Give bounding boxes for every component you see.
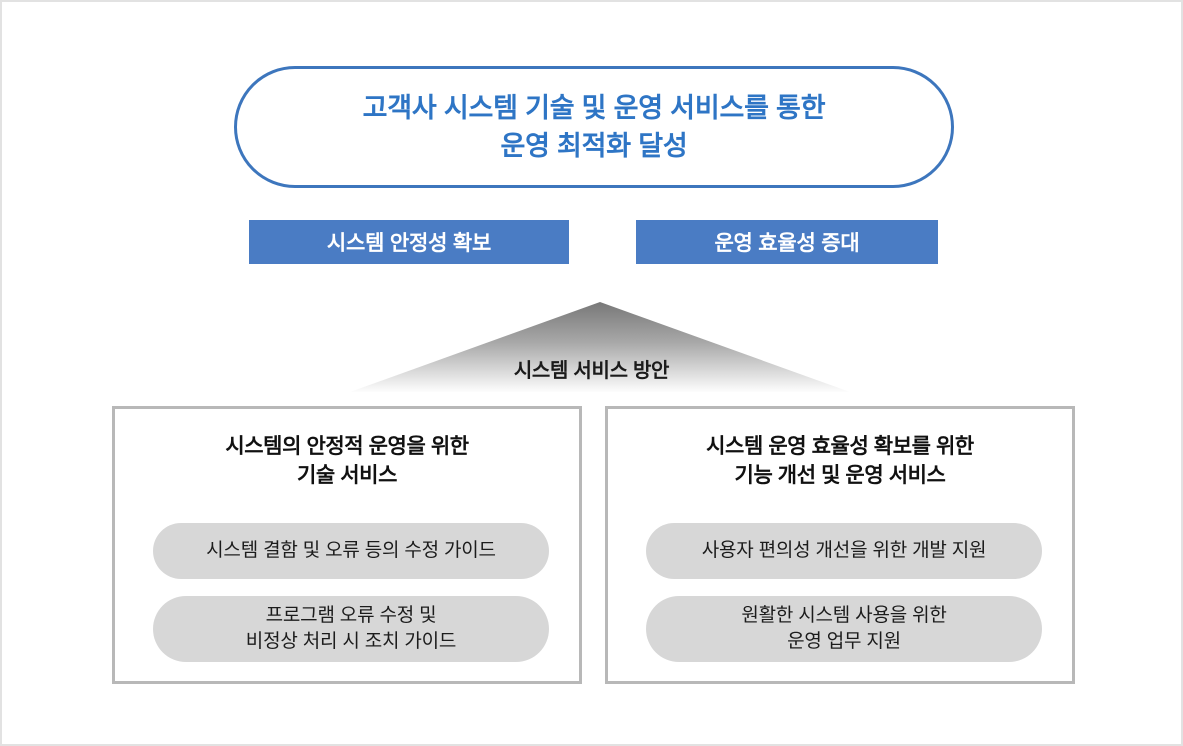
arrow-label: 시스템 서비스 방안 <box>513 360 670 382</box>
service-item-pill: 프로그램 오류 수정 및 비정상 처리 시 조치 가이드 <box>153 596 549 662</box>
service-item-label: 원활한 시스템 사용을 위한 운영 업무 지원 <box>741 604 947 652</box>
service-item-label: 프로그램 오류 수정 및 비정상 처리 시 조치 가이드 <box>245 604 457 652</box>
objective-chip-operational-efficiency: 운영 효율성 증대 <box>636 220 938 264</box>
service-item-pill: 사용자 편의성 개선을 위한 개발 지원 <box>646 523 1042 579</box>
service-panel-operational: 시스템 운영 효율성 확보를 위한 기능 개선 및 운영 서비스 사용자 편의성… <box>605 406 1075 684</box>
service-item-label: 시스템 결함 및 오류 등의 수정 가이드 <box>206 539 496 561</box>
service-panel-technical: 시스템의 안정적 운영을 위한 기술 서비스 시스템 결함 및 오류 등의 수정… <box>112 406 582 684</box>
service-item-pill: 시스템 결함 및 오류 등의 수정 가이드 <box>153 523 549 579</box>
objective-chip-system-stability: 시스템 안정성 확보 <box>249 220 569 264</box>
goal-statement-box: 고객사 시스템 기술 및 운영 서비스를 통한 운영 최적화 달성 <box>234 66 954 188</box>
service-item-label: 사용자 편의성 개선을 위한 개발 지원 <box>701 539 987 561</box>
upward-arrow-icon <box>347 300 852 394</box>
service-panel-heading: 시스템의 안정적 운영을 위한 기술 서비스 <box>225 435 469 487</box>
service-item-pill: 원활한 시스템 사용을 위한 운영 업무 지원 <box>646 596 1042 662</box>
objective-chip-label: 시스템 안정성 확보 <box>326 232 492 255</box>
service-panel-heading: 시스템 운영 효율성 확보를 위한 기능 개선 및 운영 서비스 <box>706 435 974 487</box>
objective-chip-label: 운영 효율성 증대 <box>714 232 860 255</box>
goal-statement-text: 고객사 시스템 기술 및 운영 서비스를 통한 운영 최적화 달성 <box>362 92 826 161</box>
